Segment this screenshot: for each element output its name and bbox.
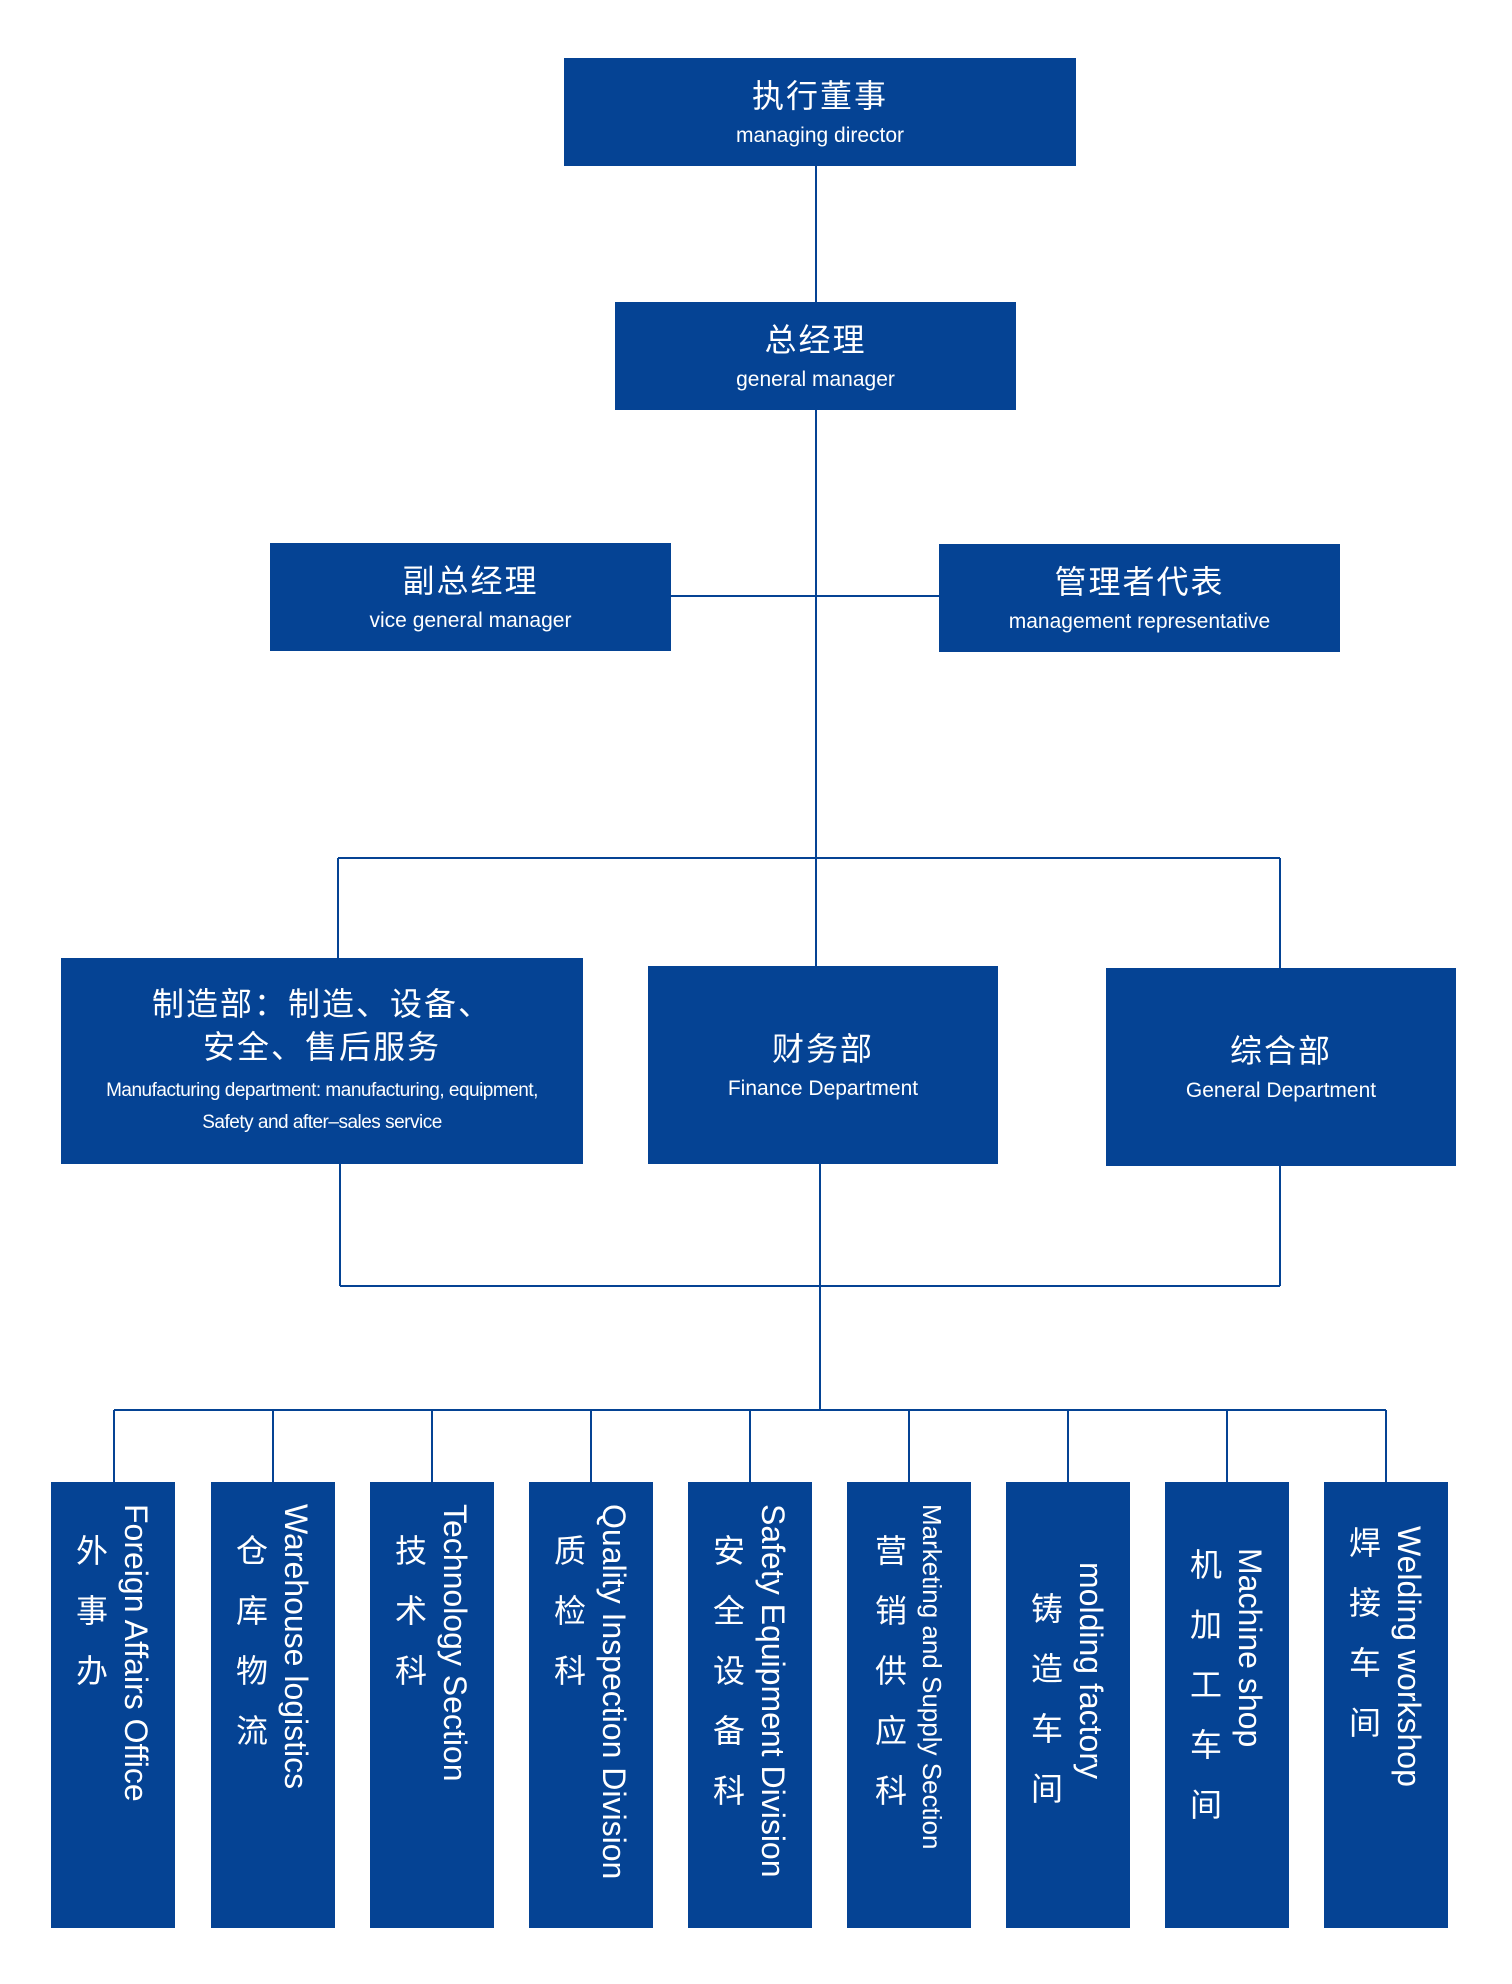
manufacturing-en-line1: Manufacturing department: manufacturing,… [106, 1079, 538, 1101]
manufacturing-en-line2: Safety and after–sales service [202, 1112, 442, 1134]
section-cn-label: 焊接车间 [1344, 1526, 1382, 1766]
section-en-label: Foreign Affairs Office [118, 1504, 154, 1802]
section-en-label: Technology Section [437, 1504, 473, 1782]
finance-department-cn: 财务部 [771, 1029, 874, 1068]
manufacturing-cn-line1: 制造部：制造、设备、 [151, 984, 492, 1023]
section-en-label: Machine shop [1232, 1548, 1268, 1748]
section-en-label: molding factory [1073, 1562, 1109, 1779]
section-en-label: Warehouse logistics [278, 1504, 314, 1790]
section-cn-label: 营销供应科 [870, 1534, 908, 1834]
managing-director-cn: 执行董事 [751, 76, 888, 115]
section-cn-label: 技术科 [390, 1534, 428, 1714]
vice-general-manager-en: vice general manager [369, 608, 572, 632]
section-cn-label: 外事办 [71, 1534, 109, 1714]
section-cn-label: 质检科 [549, 1534, 587, 1714]
section-en-label: Marketing and Supply Section [917, 1504, 947, 1850]
section-cn-label: 仓库物流 [231, 1534, 269, 1774]
vice-general-manager-cn: 副总经理 [402, 561, 539, 600]
management-representative-box: 管理者代表 management representative [939, 544, 1340, 652]
general-department-cn: 综合部 [1229, 1031, 1332, 1070]
section-machine-shop: Machine shop 机加工车间 [1165, 1482, 1289, 1928]
section-marketing-supply: Marketing and Supply Section 营销供应科 [847, 1482, 971, 1928]
section-cn-label: 铸造车间 [1026, 1592, 1064, 1832]
general-manager-box: 总经理 general manager [615, 302, 1016, 410]
section-technology: Technology Section 技术科 [370, 1482, 494, 1928]
manufacturing-department-box: 制造部：制造、设备、 安全、售后服务 Manufacturing departm… [61, 958, 583, 1164]
section-en-label: Quality Inspection Division [596, 1504, 632, 1880]
section-foreign-affairs-office: Foreign Affairs Office 外事办 [51, 1482, 175, 1928]
section-warehouse-logistics: Warehouse logistics 仓库物流 [211, 1482, 335, 1928]
managing-director-en: managing director [735, 123, 905, 147]
section-molding-factory: molding factory 铸造车间 [1006, 1482, 1130, 1928]
vice-general-manager-box: 副总经理 vice general manager [270, 543, 671, 651]
general-manager-cn: 总经理 [764, 320, 867, 359]
general-department-box: 综合部 General Department [1106, 968, 1456, 1166]
section-safety-equipment: Safety Equipment Division 安全设备科 [688, 1482, 812, 1928]
section-quality-inspection: Quality Inspection Division 质检科 [529, 1482, 653, 1928]
section-cn-label: 安全设备科 [708, 1534, 746, 1834]
section-en-label: Welding workshop [1391, 1526, 1427, 1787]
section-en-label: Safety Equipment Division [755, 1504, 791, 1878]
section-welding-workshop: Welding workshop 焊接车间 [1324, 1482, 1448, 1928]
manufacturing-cn-line2: 安全、售后服务 [202, 1027, 441, 1066]
management-representative-cn: 管理者代表 [1054, 562, 1225, 601]
section-cn-label: 机加工车间 [1185, 1548, 1223, 1848]
general-manager-en: general manager [736, 367, 895, 391]
finance-department-box: 财务部 Finance Department [648, 966, 998, 1164]
finance-department-en: Finance Department [727, 1076, 919, 1100]
managing-director-box: 执行董事 managing director [564, 58, 1076, 166]
management-representative-en: management representative [1008, 609, 1271, 633]
general-department-en: General Department [1185, 1078, 1377, 1102]
